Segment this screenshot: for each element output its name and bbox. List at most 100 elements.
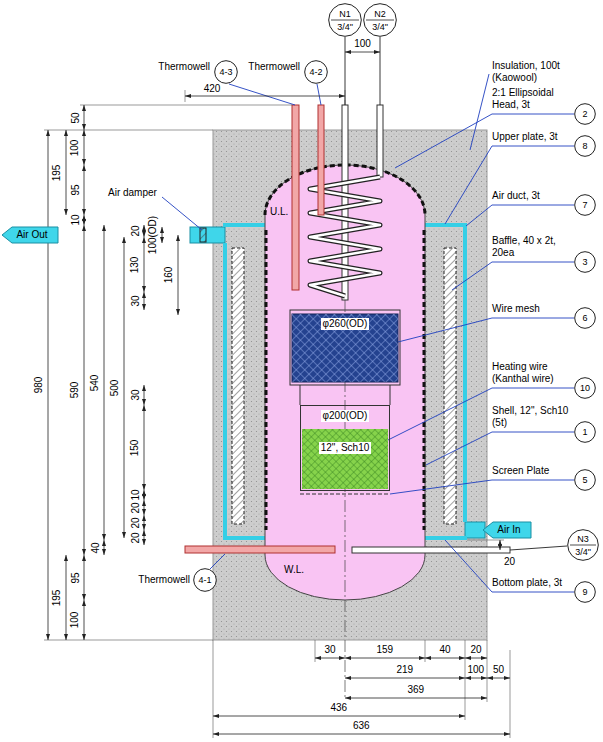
nozzle-callout: N23/4": [363, 3, 397, 37]
nozzle-callout-shape: [328, 3, 362, 37]
wire-mesh-tube: [290, 310, 400, 385]
callout-circle: [364, 4, 397, 37]
leader-line: [470, 74, 489, 150]
callout-number: 4-2: [304, 60, 328, 84]
part-label: W.L.: [284, 564, 304, 576]
leader-line: [390, 480, 574, 494]
part-label: 2:1 Ellipsoidal Head, 3t: [492, 87, 570, 111]
dimension-line: [213, 734, 510, 735]
leader-line: [466, 205, 574, 226]
callout-circle: [575, 136, 596, 157]
heating-wire-hatch: [302, 429, 388, 489]
dimension-value: 20: [471, 644, 482, 656]
leader-line: [162, 197, 202, 230]
dimension-line: [144, 237, 145, 292]
dimension-value: 10: [129, 489, 141, 500]
callout-text: 5: [582, 475, 587, 485]
flow-text: Air Out: [16, 227, 47, 243]
part-label: Baffle, 40 x 2t, 20ea: [492, 235, 570, 259]
part-label: U.L.: [270, 206, 288, 218]
callout-circle: [568, 530, 599, 561]
dimension-value: 95: [69, 572, 81, 583]
dimension-value: 10: [69, 214, 81, 225]
dimension-value: 100: [69, 139, 81, 156]
nozzle-callout: N1 3/4": [328, 3, 362, 37]
dimension-line: [84, 225, 85, 555]
dimension-value: 100: [69, 612, 81, 629]
dimension-value: 95: [69, 184, 81, 195]
arrow-shape: [483, 522, 531, 538]
part-label: Insulation, 100t (Kaowool): [492, 60, 572, 84]
leader-line: [345, 37, 346, 105]
dimension-line: [144, 530, 145, 545]
thermowell: [292, 105, 299, 290]
baffle: [444, 248, 456, 524]
callout-circle: [575, 470, 596, 491]
dimension-line: [144, 515, 145, 530]
dimension-value: 40: [89, 542, 101, 553]
dimension-value: 150: [129, 439, 141, 456]
callout-circle: [305, 61, 328, 84]
air-in-duct: [465, 522, 485, 538]
dimension-value: 980: [33, 377, 45, 394]
callout-number: 1: [574, 421, 596, 443]
callout-number: 5: [574, 469, 596, 491]
nozzle-callout: N33/4": [567, 529, 599, 561]
extension-line: [510, 650, 511, 738]
diameter-text: φ200(OD): [321, 410, 370, 422]
extension-line: [44, 130, 213, 131]
callout-circle: [575, 378, 596, 399]
dimension-line: [345, 678, 465, 679]
dimension-line: [144, 500, 145, 515]
dimension-value: 160: [163, 267, 175, 284]
part-label: Air duct, 3t: [492, 190, 570, 202]
nozzle-text: 3/4": [337, 22, 353, 32]
dimension-line: [345, 52, 380, 53]
dimension-line: [144, 405, 145, 490]
dimension-line: [104, 540, 105, 555]
extension-line: [315, 640, 316, 662]
callout-text: 4-3: [219, 67, 232, 77]
dimension-line: [487, 678, 510, 679]
dimension-value: 20: [504, 556, 515, 568]
wire-mesh-fill: [292, 314, 398, 382]
callout-number: 7: [574, 194, 596, 216]
duct-wall: [223, 243, 227, 540]
leader-line: [317, 84, 321, 105]
nozzle-pipe: [352, 547, 510, 553]
dimension-line: [178, 235, 179, 315]
dimension-line: [104, 225, 105, 540]
extension-line: [345, 90, 346, 100]
leader-line: [398, 318, 574, 342]
dimension-value: 540: [89, 374, 101, 391]
callout-circle: [575, 252, 596, 273]
dimension-line: [124, 237, 125, 538]
air-out-duct: [190, 227, 225, 243]
nozzle-text: N2: [374, 9, 386, 19]
leader-line: [452, 262, 574, 290]
heating-wire-wrap: [423, 230, 426, 530]
wire-mesh-block: φ260(OD): [292, 314, 398, 382]
dimension-line: [465, 658, 487, 659]
callout-circle: [575, 104, 596, 125]
dimension-value: 40: [440, 644, 451, 656]
heating-wire-fill: [302, 429, 388, 489]
callout-number: 8: [574, 135, 596, 157]
part-label: Thermowell: [138, 574, 190, 586]
part-label: Shell, 12", Sch10 (5t): [492, 405, 570, 429]
dimension-value: 219: [397, 664, 414, 676]
callout-text: 9: [582, 587, 587, 597]
leader-line: [229, 84, 295, 105]
nozzle-text: N1: [339, 9, 351, 19]
callout-number: 2: [574, 103, 596, 125]
inner-tube: [390, 385, 391, 405]
nozzle-text: N3: [577, 534, 589, 544]
extension-line: [465, 640, 466, 720]
dimension-line: [84, 165, 85, 215]
dimension-value: 500: [109, 379, 121, 396]
part-label: Upper plate, 3t: [492, 131, 570, 143]
thermowell: [318, 105, 324, 215]
dimension-value: 50: [493, 664, 504, 676]
baffle-hatch: [232, 248, 244, 524]
nozzle-pipe: [377, 105, 383, 177]
